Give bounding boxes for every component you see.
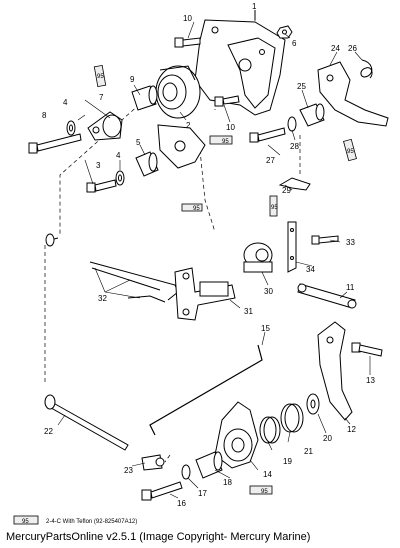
svg-text:95: 95 xyxy=(261,489,268,495)
svg-text:95: 95 xyxy=(97,74,104,80)
part-23-nut xyxy=(141,454,165,471)
part-32-rods xyxy=(45,233,179,303)
callout-25: 25 xyxy=(297,82,306,91)
part-33-bolt xyxy=(311,235,339,245)
callout-6: 6 xyxy=(292,39,297,48)
part-18-bushing xyxy=(195,451,223,479)
callout-26: 26 xyxy=(348,44,357,53)
part-25-bushing xyxy=(299,103,325,127)
callout-30: 30 xyxy=(264,287,273,296)
part-3-screw xyxy=(86,179,117,193)
sealant-tube-6: 95 xyxy=(249,485,273,495)
callout-11: 11 xyxy=(346,283,355,292)
callout-10-upper: 10 xyxy=(183,14,192,23)
callout-12: 12 xyxy=(347,425,356,434)
callout-33: 33 xyxy=(346,238,355,247)
callout-19: 19 xyxy=(283,457,292,466)
callout-16: 16 xyxy=(177,499,186,508)
callout-8: 8 xyxy=(42,111,47,120)
callout-23: 23 xyxy=(124,466,133,475)
legend-tube-label: 95 xyxy=(22,519,29,525)
sealant-tube-3: 95 xyxy=(181,203,203,212)
part-13-bolt xyxy=(351,342,383,357)
callout-24: 24 xyxy=(331,44,340,53)
sealant-tube-2: 95 xyxy=(209,135,233,145)
svg-text:95: 95 xyxy=(271,205,278,211)
part-17-washer xyxy=(181,464,191,480)
legend: 95 2-4-C With Teflon (92-825407A12) xyxy=(13,515,137,525)
callout-4-lower: 4 xyxy=(116,151,121,160)
part-34-link xyxy=(287,221,297,273)
callout-31: 31 xyxy=(244,307,253,316)
part-26-spring xyxy=(360,59,373,79)
part-29-clip xyxy=(278,177,311,191)
part-22-stud xyxy=(44,394,129,451)
part-27-bolt xyxy=(249,127,286,143)
svg-text:95: 95 xyxy=(347,149,354,155)
part-10-bolt-lower xyxy=(214,95,240,107)
callout-1: 1 xyxy=(252,2,257,11)
callout-10-lower: 10 xyxy=(226,123,235,132)
part-cam-lever xyxy=(157,124,206,169)
callout-29: 29 xyxy=(282,186,291,195)
callout-9: 9 xyxy=(130,75,135,84)
callout-7: 7 xyxy=(99,93,104,102)
callout-20: 20 xyxy=(323,434,332,443)
callout-5: 5 xyxy=(136,138,141,147)
callout-28: 28 xyxy=(290,142,299,151)
part-20-washer xyxy=(306,393,320,415)
callout-numbers: 1 10 6 9 4 7 8 2 10 5 4 3 24 26 25 27 28… xyxy=(42,2,375,508)
svg-text:95: 95 xyxy=(222,139,229,145)
part-31-linkage xyxy=(174,267,236,321)
callout-17: 17 xyxy=(198,489,207,498)
part-10-bolt-upper xyxy=(174,37,201,48)
callout-4-upper: 4 xyxy=(63,98,68,107)
part-28-washer xyxy=(287,116,297,132)
part-4-washer-lower xyxy=(115,170,125,186)
part-30-pivot xyxy=(243,242,273,273)
part-2-cam-assembly xyxy=(155,65,201,119)
part-8-bolt xyxy=(28,133,82,154)
legend-text: 2-4-C With Teflon (92-825407A12) xyxy=(46,519,137,525)
part-15-wire-rod xyxy=(149,344,263,436)
part-1-bracket-plate xyxy=(194,10,286,116)
copyright-footer: MercuryPartsOnline v2.5.1 (Image Copyrig… xyxy=(6,531,311,543)
callout-18: 18 xyxy=(223,478,232,487)
part-4-washer-upper xyxy=(66,120,76,136)
callout-3: 3 xyxy=(96,161,101,170)
callout-21: 21 xyxy=(304,447,313,456)
svg-text:95: 95 xyxy=(193,206,200,212)
part-7-arm xyxy=(87,111,123,141)
part-24-throttle-lever xyxy=(317,61,389,127)
callout-14: 14 xyxy=(263,470,272,479)
part-11-rod xyxy=(297,283,357,309)
callout-15: 15 xyxy=(261,324,270,333)
callout-13: 13 xyxy=(366,376,375,385)
callout-27: 27 xyxy=(266,156,275,165)
part-21-spring xyxy=(280,403,304,433)
leader-lines xyxy=(57,11,371,499)
callout-32: 32 xyxy=(98,294,107,303)
part-16-bolt xyxy=(141,481,183,501)
part-12-bracket xyxy=(317,321,353,421)
sealant-tube-4: 95 xyxy=(343,138,357,162)
sealant-tube-5: 95 xyxy=(269,195,278,217)
part-5-spacer xyxy=(135,151,159,177)
part-9-bushing xyxy=(131,85,158,111)
legend-tube-icon xyxy=(13,515,39,525)
callout-2: 2 xyxy=(186,121,191,130)
part-19-spring xyxy=(259,416,281,444)
callout-22: 22 xyxy=(44,427,53,436)
callout-34: 34 xyxy=(306,265,315,274)
part-6-nut xyxy=(276,25,293,39)
sealant-tube-1: 95 xyxy=(93,64,107,88)
